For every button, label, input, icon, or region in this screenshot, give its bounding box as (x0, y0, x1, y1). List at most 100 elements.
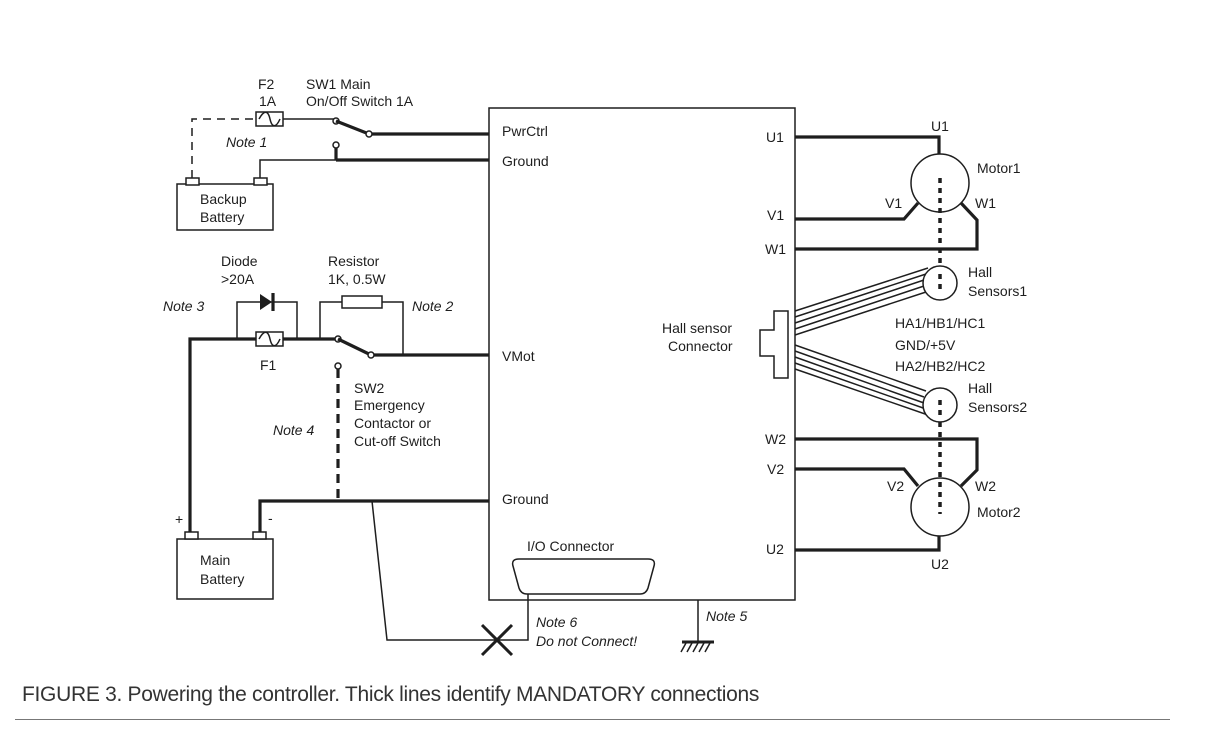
note-2: Note 2 (412, 298, 453, 314)
wire-main-positive (188, 337, 237, 532)
backup-circuit: Backup Battery F2 1A SW1 Main On/Off Swi… (176, 76, 489, 231)
fuse-f2-symbol (258, 111, 281, 127)
sw2-contact-c (334, 362, 342, 370)
note-4: Note 4 (273, 422, 314, 438)
minus-sign: - (268, 510, 273, 526)
motor1-label: Motor1 (977, 160, 1021, 176)
sw1-contact-b (365, 130, 373, 138)
io-connector (511, 558, 656, 595)
do-not-connect-x-2 (480, 623, 514, 657)
pin-ground-bottom: Ground (502, 491, 549, 507)
resistor-label-2: 1K, 0.5W (328, 271, 386, 287)
motor1-u1-label: U1 (931, 118, 949, 134)
motor1-w1-label: W1 (975, 195, 996, 211)
main-circuit: Main Battery + - Diode >20A Resistor 1K,… (163, 253, 529, 657)
controller-box (488, 107, 796, 601)
main-battery-terminal-negative (252, 531, 267, 540)
note1-optional-wire (191, 118, 256, 178)
backup-battery-label-1: Backup (200, 191, 247, 207)
hall1-label-1: Hall (968, 264, 992, 280)
io-connector-label: I/O Connector (527, 538, 614, 554)
main-battery (176, 538, 274, 600)
pin-w2: W2 (765, 431, 786, 447)
motor2-v2-label: V2 (887, 478, 904, 494)
sw2-label-2: Emergency (354, 397, 425, 413)
pin-vmot: VMot (502, 348, 535, 364)
fuse-f1-symbol (258, 331, 281, 347)
note-3: Note 3 (163, 298, 204, 314)
controller-labels: PwrCtrl Ground VMot Ground U1 V1 W1 W2 V… (502, 123, 789, 595)
ground-hatch (704, 642, 711, 653)
backup-battery-terminal-left (185, 177, 200, 186)
caption-divider (15, 719, 1170, 720)
pin-pwrctrl: PwrCtrl (502, 123, 548, 139)
hall-signal-3: HA2/HB2/HC2 (895, 358, 985, 374)
pin-v2: V2 (767, 461, 784, 477)
resistor-bypass-right (382, 301, 404, 355)
note6-wire (371, 500, 529, 641)
pin-u1: U1 (766, 129, 784, 145)
fuse-f2-label-1: F2 (258, 76, 275, 92)
ground-hatch (680, 642, 687, 653)
backup-battery-label-2: Battery (200, 209, 244, 225)
backup-battery (176, 183, 274, 231)
sw1-lever (335, 119, 370, 136)
wire-u1 (795, 135, 941, 154)
hall2-wire (794, 356, 925, 404)
wire-u2 (795, 536, 941, 552)
main-battery-terminal-positive (184, 531, 199, 540)
hall1-wire (794, 279, 925, 324)
wire-backup-ground (259, 159, 489, 178)
hall-signal-2: GND/+5V (895, 337, 956, 353)
hall2-wire (794, 368, 929, 416)
diode-label-1: Diode (221, 253, 258, 269)
note-5: Note 5 (706, 608, 747, 624)
hall1-wire (794, 273, 927, 318)
note-1: Note 1 (226, 134, 267, 150)
hall2-wire (794, 350, 925, 398)
sw1-label-1: SW1 Main (306, 76, 371, 92)
ground-hatch (698, 642, 705, 653)
figure-caption: FIGURE 3. Powering the controller. Thick… (22, 683, 760, 706)
pin-w1: W1 (765, 241, 786, 257)
motor2-u2-label: U2 (931, 556, 949, 572)
hall2-label-2: Sensors2 (968, 399, 1027, 415)
motor1-v1-label: V1 (885, 195, 902, 211)
note-6-label-1: Note 6 (536, 614, 577, 630)
wire-w1 (795, 201, 979, 251)
wire-v1 (795, 201, 920, 221)
hall-cables: Hall Sensors1 Hall Sensors2 HA1/HB1/HC1 … (794, 264, 1027, 423)
diode-symbol (260, 294, 272, 310)
hall-sensor-connector (759, 310, 789, 379)
hall-sensors1 (922, 265, 958, 301)
sw1-label-2: On/Off Switch 1A (306, 93, 414, 109)
diode-label-2: >20A (221, 271, 255, 287)
note-6-label-2: Do not Connect! (536, 633, 637, 649)
sw2-label-4: Cut-off Switch (354, 433, 441, 449)
backup-battery-terminal-right (253, 177, 268, 186)
main-battery-label-2: Battery (200, 571, 244, 587)
hall1-wire (794, 285, 925, 330)
sw2-label-1: SW2 (354, 380, 385, 396)
sw2-label-3: Contactor or (354, 415, 431, 431)
pin-u2: U2 (766, 541, 784, 557)
fuse-f2-label-2: 1A (259, 93, 277, 109)
hall2-label-1: Hall (968, 380, 992, 396)
hall1-label-2: Sensors1 (968, 283, 1027, 299)
wire-w2 (795, 437, 979, 488)
main-battery-label-1: Main (200, 552, 230, 568)
hall2-wire (794, 344, 927, 392)
motor2-group: V2 W2 Motor2 U2 (795, 422, 1021, 572)
hall-connector-label-2: Connector (668, 338, 733, 354)
wire-v2 (795, 467, 920, 488)
ground-hatch (692, 642, 699, 653)
motor2-label: Motor2 (977, 504, 1021, 520)
hall2-wire (794, 362, 927, 410)
wire-ground-bottom (258, 499, 489, 532)
sw2-contact-b (367, 351, 375, 359)
pin-ground-top: Ground (502, 153, 549, 169)
hall-connector-label-1: Hall sensor (662, 320, 732, 336)
resistor-bypass-left (319, 301, 342, 339)
resistor-label-1: Resistor (328, 253, 380, 269)
pin-v1: V1 (767, 207, 784, 223)
